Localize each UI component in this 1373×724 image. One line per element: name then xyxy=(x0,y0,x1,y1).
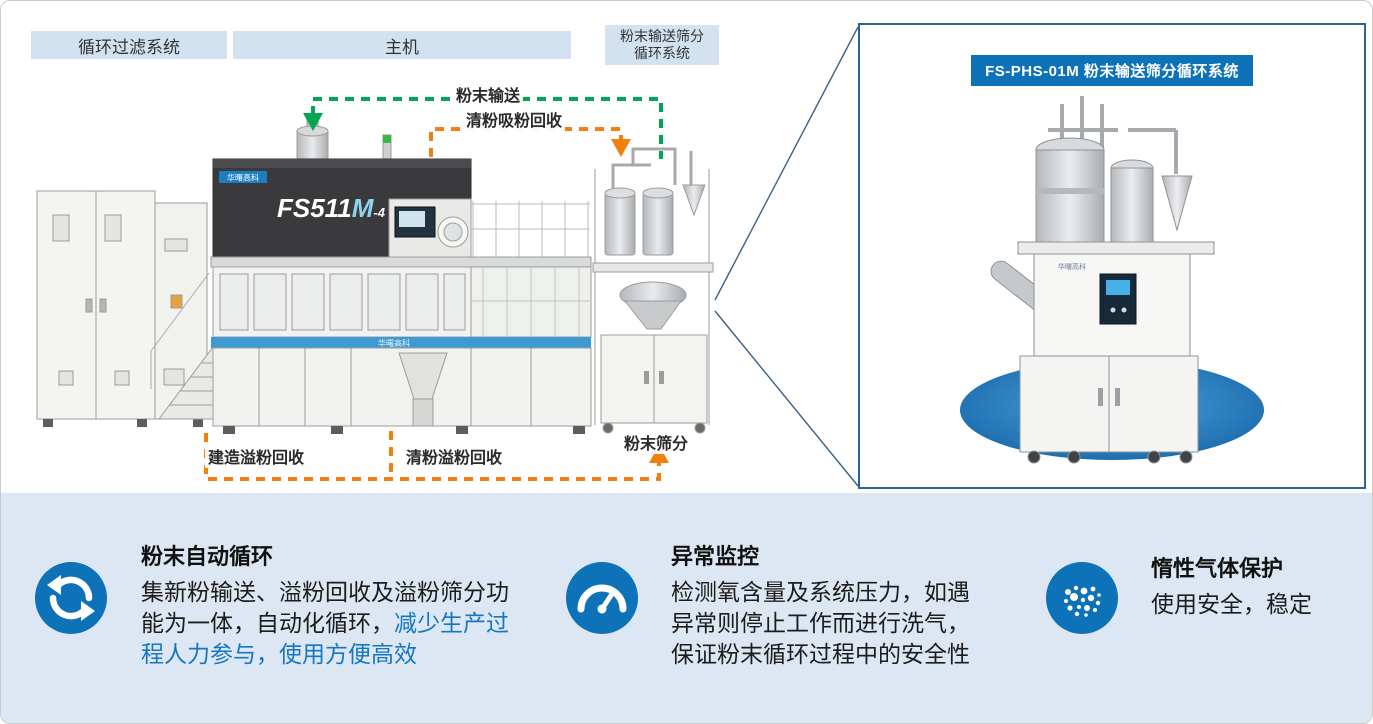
product-image: 华曙高科 xyxy=(960,96,1264,464)
flow-diagram-canvas: 华曙高科 FS511M-4 xyxy=(36,26,859,487)
flow-label-powder-transport: 粉末输送 xyxy=(453,82,524,106)
section-label-filter-system: 循环过滤系统 xyxy=(31,31,227,59)
product-title-badge: FS-PHS-01M 粉末输送筛分循环系统 xyxy=(971,55,1253,86)
powder-system-line1: 粉末输送筛分 xyxy=(620,28,704,44)
feature-body-inert-gas: 使用安全，稳定 xyxy=(1151,589,1372,620)
gas-bubbles-icon xyxy=(1046,562,1118,634)
feature-text-main: 集新粉输送、溢粉回收及溢粉筛分功能为一体，自动化循环， xyxy=(141,579,509,636)
powder-transport-arrowhead xyxy=(303,113,323,131)
feature-text-highlight: 减少生产过程人力参与，使用方便高效 xyxy=(141,610,509,667)
brand-logo: 华曙高科 xyxy=(227,173,259,183)
gauge-icon xyxy=(566,562,638,634)
feature-powder-cycle: 粉末自动循环 集新粉输送、溢粉回收及溢粉筛分功能为一体，自动化循环，减少生产过程… xyxy=(141,539,525,670)
powder-transport-arrow xyxy=(311,97,663,159)
clean-suction-arrow xyxy=(429,127,623,157)
product-detail-panel: FS-PHS-01M 粉末输送筛分循环系统 xyxy=(858,23,1366,489)
powder-system-line2: 循环系统 xyxy=(634,45,690,61)
feature-title-anomaly: 异常监控 xyxy=(671,544,760,569)
features-section: 粉末自动循环 集新粉输送、溢粉回收及溢粉筛分功能为一体，自动化循环，减少生产过程… xyxy=(1,493,1372,723)
clean-suction-arrowhead xyxy=(611,139,631,157)
flow-label-powder-sieving: 粉末筛分 xyxy=(621,430,692,454)
feature-body-powder-cycle: 集新粉输送、溢粉回收及溢粉筛分功能为一体，自动化循环，减少生产过程人力参与，使用… xyxy=(141,577,525,670)
flow-label-clean-suction-recovery: 清粉吸粉回收 xyxy=(463,107,566,131)
callout-lines xyxy=(714,26,859,487)
sieving-arrowhead xyxy=(649,445,669,463)
machine-model: FS511M-4 xyxy=(277,193,386,223)
flow-label-build-overflow-recovery: 建造溢粉回收 xyxy=(205,444,308,468)
feature-body-anomaly: 检测氧含量及系统压力，如遇异常则停止工作而进行洗气，保证粉末循环过程中的安全性 xyxy=(671,577,977,670)
section-label-powder-system: 粉末输送筛分 循环系统 xyxy=(605,25,719,65)
product-machine-illustration: 华曙高科 xyxy=(990,96,1215,464)
brand-stripe: 华曙高科 xyxy=(378,338,410,348)
recycle-icon xyxy=(35,562,107,634)
feature-title-inert-gas: 惰性气体保护 xyxy=(1151,556,1284,581)
brand-product: 华曙高科 xyxy=(1058,262,1086,271)
main-machine-illustration: 华曙高科 FS511M-4 xyxy=(150,118,592,434)
powder-unit-illustration xyxy=(592,147,714,434)
section-label-main-machine: 主机 xyxy=(233,31,571,59)
feature-text-main: 检测氧含量及系统压力，如遇异常则停止工作而进行洗气，保证粉末循环过程中的安全性 xyxy=(671,579,970,667)
feature-inert-gas: 惰性气体保护 使用安全，稳定 xyxy=(1151,551,1372,620)
flow-label-clean-overflow-recovery: 清粉溢粉回收 xyxy=(403,444,506,468)
filter-cabinet-illustration xyxy=(36,190,208,427)
feature-text-main: 使用安全，稳定 xyxy=(1151,591,1312,617)
feature-anomaly-monitoring: 异常监控 检测氧含量及系统压力，如遇异常则停止工作而进行洗气，保证粉末循环过程中… xyxy=(671,539,977,670)
feature-title-powder-cycle: 粉末自动循环 xyxy=(141,544,274,569)
